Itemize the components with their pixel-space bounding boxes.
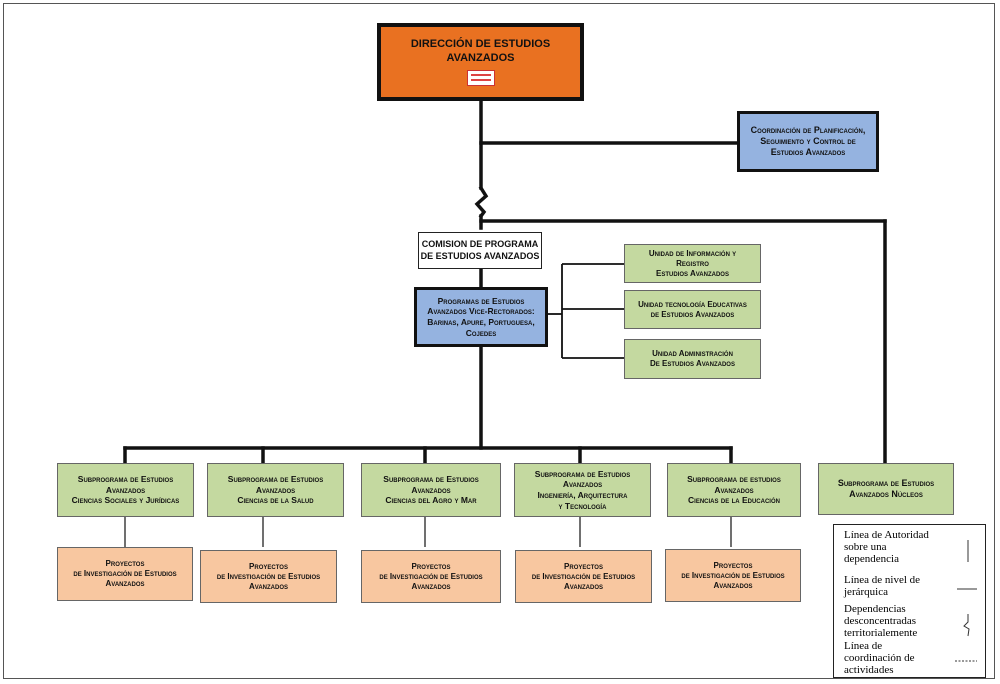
- project-line: de Investigación de Estudios: [531, 571, 636, 581]
- subprogram-educacion: Subprograma de estudios Avanzados Cienci…: [667, 463, 801, 517]
- unit-administracion: Unidad Administración De Estudios Avanza…: [624, 339, 761, 379]
- subprogram-ingenieria: Subprograma de Estudios Avanzados Ingeni…: [514, 463, 651, 517]
- project-line: Proyectos: [411, 561, 451, 571]
- coordination-line3: Estudios Avanzados: [770, 147, 846, 158]
- subprogram-line: Avanzados: [411, 484, 451, 495]
- unit-line: De Estudios Avanzados: [650, 359, 735, 368]
- project-line: de Investigación de Estudios: [73, 569, 177, 578]
- zigzag-line-icon: [963, 614, 970, 637]
- subprogram-line: y Tecnología: [558, 500, 607, 511]
- legend-text: Línea de coordinación de actividades: [844, 640, 915, 676]
- subprogram-line: Ciencias de la Educación: [688, 495, 780, 506]
- project-box-2: Proyectos de Investigación de Estudios A…: [200, 550, 337, 603]
- subprogram-line: Avanzados: [255, 484, 296, 495]
- subprogram-line: Avanzados: [105, 484, 146, 495]
- coordination-line2: Seguimiento y Control de: [760, 135, 856, 146]
- project-box-5: Proyectos de Investigación de Estudios A…: [665, 549, 801, 602]
- unit-line: Estudios Avanzados: [656, 268, 729, 278]
- unit-info-registro: Unidad de Información y Registro Estudio…: [624, 244, 761, 283]
- legend-text: Dependencias desconcentradas territorial…: [844, 603, 918, 639]
- project-line: Avanzados: [564, 581, 603, 591]
- project-line: Proyectos: [564, 561, 603, 571]
- project-line: Avanzados: [249, 581, 288, 591]
- legend-row-deconcentrated: Dependencias desconcentradas territorial…: [844, 603, 979, 640]
- page-frame: [3, 3, 995, 679]
- project-line: Avanzados: [105, 579, 145, 588]
- dotted-line-icon: [955, 660, 977, 662]
- commission-box: COMISION DE PROGRAMA DE ESTUDIOS AVANZAD…: [418, 232, 542, 269]
- project-box-3: Proyectos de Investigación de Estudios A…: [361, 550, 501, 603]
- unit-line: Unidad Administración: [652, 349, 733, 358]
- subprogram-line: Ciencias del Agro y Mar: [385, 495, 477, 506]
- unit-tecnologia-educativa: Unidad tecnología Educativas de Estudios…: [624, 290, 761, 329]
- unit-line: de Estudios Avanzados: [650, 309, 735, 319]
- subprogram-line: Ingeniería, Arquitectura: [537, 490, 628, 500]
- coordination-box: Coordinación de Planificación, Seguimien…: [737, 111, 879, 172]
- coordination-line1: Coordinación de Planificación,: [750, 124, 866, 135]
- horizontal-line-icon: [957, 588, 977, 590]
- legend: Línea de Autoridad sobre una dependencia…: [833, 524, 986, 678]
- project-line: de Investigación de Estudios: [681, 570, 785, 580]
- subprogram-line: Subprograma de Estudios: [534, 468, 631, 479]
- nucleos-line: Avanzados Núcleos: [849, 489, 923, 499]
- subprogram-line: Subprograma de Estudios: [383, 474, 479, 485]
- direction-title-line1: DIRECCIÓN DE ESTUDIOS: [410, 38, 551, 51]
- legend-row-authority: Línea de Autoridad sobre una dependencia: [844, 529, 979, 566]
- unit-line: Registro: [676, 258, 709, 268]
- programs-line4: Cojedes: [465, 327, 497, 338]
- commission-line1: COMISION DE PROGRAMA: [421, 239, 539, 250]
- project-line: de Investigación de Estudios: [216, 571, 321, 581]
- subprogram-ciencias-salud: Subprograma de Estudios Avanzados Cienci…: [207, 463, 344, 517]
- project-line: Proyectos: [713, 560, 753, 570]
- commission-line2: DE ESTUDIOS AVANZADOS: [420, 250, 540, 261]
- programs-line2: Avanzados Vice-Rectorados:: [427, 306, 535, 317]
- university-logo-icon: [466, 69, 495, 86]
- project-box-1: Proyectos de Investigación de Estudios A…: [57, 547, 193, 601]
- programs-line1: Programas de Estudios: [437, 295, 525, 306]
- subprogram-line: Ciencias Sociales y Jurídicas: [71, 495, 180, 506]
- subprogram-line: Ciencias de la Salud: [237, 495, 314, 506]
- project-line: Proyectos: [105, 559, 145, 568]
- legend-row-coordination: Línea de coordinación de actividades: [844, 640, 979, 677]
- legend-text: Línea de Autoridad sobre una dependencia: [844, 529, 929, 565]
- nucleos-line: Subprograma de Estudios: [837, 477, 935, 488]
- direction-title-line2: AVANZADOS: [446, 52, 515, 64]
- unit-line: Unidad de Información y: [648, 248, 737, 258]
- unit-line: Unidad tecnología Educativas: [638, 299, 747, 309]
- legend-row-hierarchy: Línea de nivel de jerárquica: [844, 574, 979, 599]
- subprogram-line: Subprograma de estudios: [687, 474, 781, 485]
- project-line: de Investigación de Estudios: [379, 571, 483, 581]
- project-box-4: Proyectos de Investigación de Estudios A…: [515, 550, 652, 603]
- vertical-line-icon: [967, 540, 969, 562]
- subprogram-agro-mar: Subprograma de Estudios Avanzados Cienci…: [361, 463, 501, 517]
- legend-text: Línea de nivel de jerárquica: [844, 574, 921, 598]
- programs-box: Programas de Estudios Avanzados Vice-Rec…: [414, 287, 548, 347]
- programs-line3: Barinas, Apure, Portuguesa,: [427, 317, 535, 327]
- project-line: Proyectos: [249, 561, 288, 571]
- direction-box: DIRECCIÓN DE ESTUDIOS AVANZADOS: [377, 23, 584, 101]
- subprogram-line: Subprograma de Estudios: [227, 474, 324, 485]
- subprogram-line: Subprograma de Estudios: [77, 474, 174, 485]
- subprogram-ciencias-sociales: Subprograma de Estudios Avanzados Cienci…: [57, 463, 194, 517]
- subprogram-line: Avanzados: [714, 484, 754, 495]
- subprogram-line: Avanzados: [562, 479, 603, 490]
- project-line: Avanzados: [411, 581, 451, 591]
- project-line: Avanzados: [713, 580, 753, 590]
- subprogram-nucleos: Subprograma de Estudios Avanzados Núcleo…: [818, 463, 954, 515]
